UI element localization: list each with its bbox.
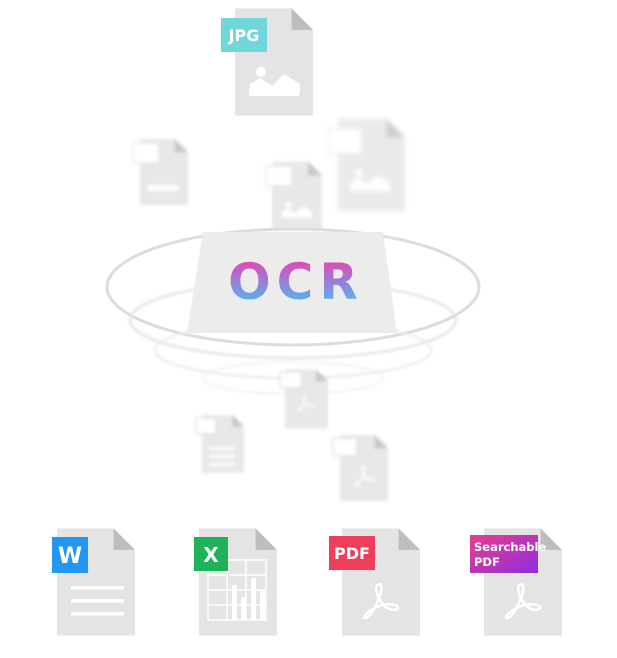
falling-file-2 (265, 161, 322, 231)
falling-files-top (132, 118, 405, 231)
word-badge (52, 537, 88, 573)
falling-file-6 (332, 435, 388, 501)
outer-ring (105, 227, 481, 347)
ocr-trapezoid (187, 232, 397, 333)
pdf-badge-label: PDF (334, 544, 370, 563)
falling-file-3 (327, 118, 405, 212)
ocr-label: OCR (228, 253, 364, 311)
jpg-badge (221, 18, 267, 52)
ocr-engine: OCR (187, 232, 397, 333)
excel-badge (194, 537, 228, 571)
searchable-pdf-badge-line2: PDF (474, 555, 500, 569)
searchable-pdf-badge-line1: Searchable (474, 540, 546, 554)
jpg-badge-label: JPG (228, 26, 260, 45)
word-output-file: W (52, 528, 135, 636)
falling-file-1 (132, 139, 188, 205)
pdf-output-file: PDF (329, 528, 420, 636)
falling-file-5 (195, 415, 244, 473)
word-badge-label: W (58, 544, 82, 569)
searchable-pdf-output-file: Searchable PDF (470, 528, 562, 636)
excel-output-file: X (194, 528, 277, 636)
jpg-input-file: JPG (221, 8, 313, 116)
falling-files-bottom (195, 369, 388, 501)
excel-badge-label: X (203, 543, 219, 567)
searchable-pdf-badge (470, 535, 538, 573)
image-caption-bar (249, 88, 299, 96)
pdf-badge (329, 536, 375, 570)
falling-file-4 (279, 369, 328, 429)
